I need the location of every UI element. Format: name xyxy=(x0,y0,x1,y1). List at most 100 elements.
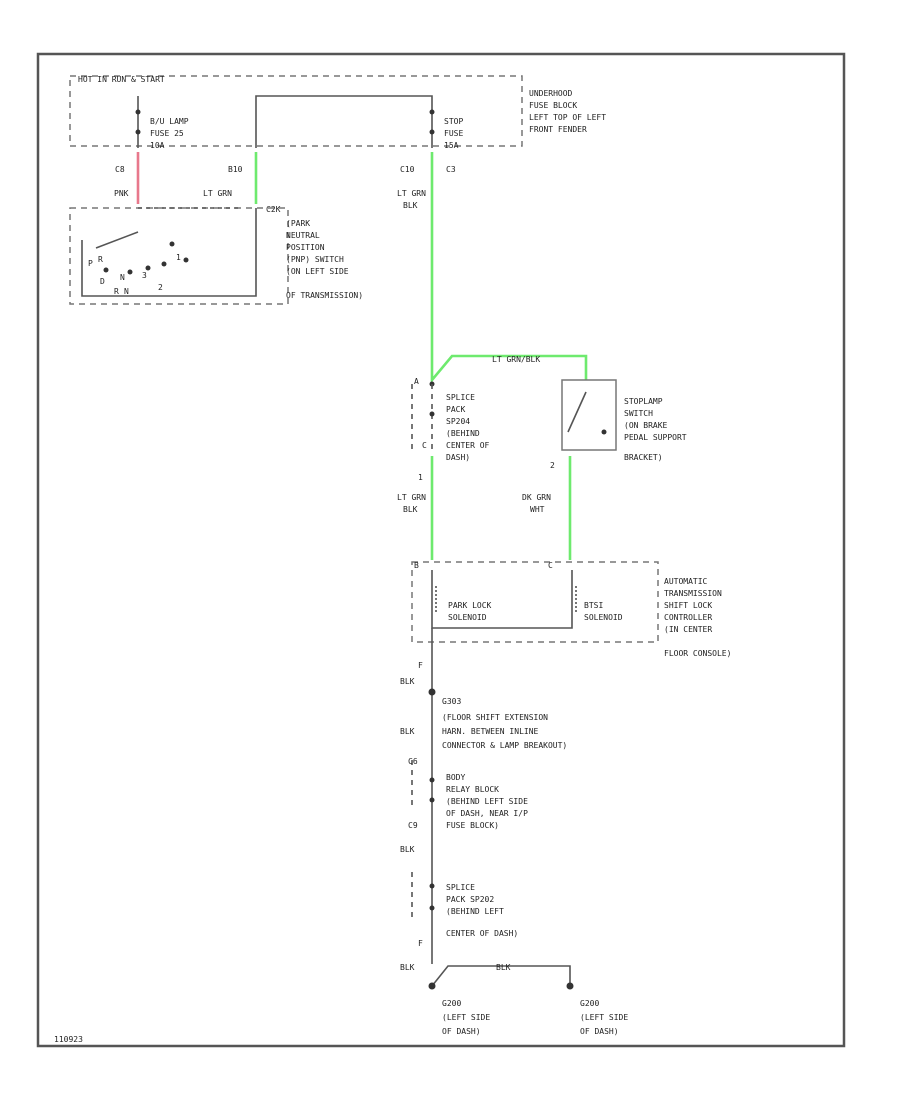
ground-g200-label-1: G200 (LEFT SIDE OF DASH) xyxy=(442,999,490,1036)
c2k-label: C2K xyxy=(266,205,281,214)
pnp-switch-label: (PARK NEUTRAL POSITION (PNP) SWITCH (ON … xyxy=(286,219,363,300)
wire-blk-label-2: BLK xyxy=(400,727,415,736)
btsi-label: BTSI SOLENOID xyxy=(584,601,623,622)
svg-text:SHIFT LOCK: SHIFT LOCK xyxy=(664,601,712,610)
svg-text:3: 3 xyxy=(142,271,147,280)
wire-lt-grn-blk-label-2: LT GRN BLK xyxy=(397,493,426,514)
svg-text:POSITION: POSITION xyxy=(286,243,325,252)
diagram-frame xyxy=(36,52,846,1048)
svg-text:10A: 10A xyxy=(150,141,165,150)
splice-sp202-label: SPLICE PACK SP202 (BEHIND LEFT CENTER OF… xyxy=(446,883,518,938)
pnp-outline xyxy=(81,208,257,297)
wire-lt-grn-label: LT GRN xyxy=(203,189,232,198)
svg-text:LEFT TOP OF LEFT: LEFT TOP OF LEFT xyxy=(529,113,606,122)
stoplamp-feed-wire xyxy=(255,95,433,148)
svg-text:P: P xyxy=(88,259,93,268)
svg-text:SOLENOID: SOLENOID xyxy=(584,613,623,622)
fuse-25-node-2 xyxy=(135,129,141,135)
fuse-25-node xyxy=(135,109,141,115)
svg-text:BODY: BODY xyxy=(446,773,465,782)
stoplamp-pin-2: 2 xyxy=(550,461,555,470)
wire-lt-grn-blk-top-label: LT GRN/BLK xyxy=(492,355,540,364)
svg-text:(ON BRAKE: (ON BRAKE xyxy=(624,421,668,430)
stoplamp-contact xyxy=(601,429,607,435)
underhood-fuse-block xyxy=(69,75,523,147)
wire-blk-label-4: BLK xyxy=(400,963,415,972)
svg-text:(LEFT SIDE: (LEFT SIDE xyxy=(580,1013,628,1022)
pnp-pins: P R N D 3 2 1 R N xyxy=(88,241,189,296)
ground-g200-node-1 xyxy=(428,982,436,990)
svg-text:D: D xyxy=(100,277,105,286)
svg-text:B/U LAMP: B/U LAMP xyxy=(150,117,189,126)
svg-text:R: R xyxy=(114,287,119,296)
svg-text:OF DASH, NEAR I/P: OF DASH, NEAR I/P xyxy=(446,809,528,818)
svg-text:15A: 15A xyxy=(444,141,459,150)
svg-text:(BEHIND LEFT: (BEHIND LEFT xyxy=(446,907,504,916)
svg-text:(ON LEFT SIDE: (ON LEFT SIDE xyxy=(286,267,349,276)
underhood-label: UNDERHOOD FUSE BLOCK LEFT TOP OF LEFT FR… xyxy=(529,89,606,134)
svg-text:CONNECTOR & LAMP BREAKOUT): CONNECTOR & LAMP BREAKOUT) xyxy=(442,741,567,750)
wire-dk-grn-wht-label: DK GRN WHT xyxy=(522,493,551,514)
svg-text:PACK SP202: PACK SP202 xyxy=(446,895,494,904)
svg-text:CENTER OF DASH): CENTER OF DASH) xyxy=(446,929,518,938)
svg-text:FUSE 25: FUSE 25 xyxy=(150,129,184,138)
conn-b10-label: B10 xyxy=(228,165,243,174)
svg-text:(BEHIND LEFT SIDE: (BEHIND LEFT SIDE xyxy=(446,797,528,806)
svg-text:FUSE BLOCK): FUSE BLOCK) xyxy=(446,821,499,830)
b-u-lamp-fuse-label: B/U LAMP FUSE 25 10A xyxy=(150,117,189,150)
splice-sp202-pin-f: F xyxy=(418,939,423,948)
splice-node-b xyxy=(429,411,435,417)
svg-text:FLOOR CONSOLE): FLOOR CONSOLE) xyxy=(664,649,731,658)
figure-id: 110923 xyxy=(54,1035,83,1044)
splice-sp202-node-2 xyxy=(429,905,435,911)
svg-text:PEDAL SUPPORT: PEDAL SUPPORT xyxy=(624,433,687,442)
svg-text:(BEHIND: (BEHIND xyxy=(446,429,480,438)
svg-text:OF DASH): OF DASH) xyxy=(580,1027,619,1036)
splice-pin-a: A xyxy=(414,377,419,386)
svg-text:BRACKET): BRACKET) xyxy=(624,453,663,462)
svg-text:G200: G200 xyxy=(580,999,599,1008)
shift-lock-pin-e: C xyxy=(548,561,553,570)
svg-text:N: N xyxy=(120,273,125,282)
stoplamp-switch-label: STOPLAMP SWITCH (ON BRAKE PEDAL SUPPORT … xyxy=(624,397,687,462)
wire-lt-grn-blk-label-1: LT GRN BLK xyxy=(397,189,426,210)
svg-text:DASH): DASH) xyxy=(446,453,470,462)
svg-text:LT GRN: LT GRN xyxy=(397,189,426,198)
stop-fuse-label: STOP FUSE 15A xyxy=(444,117,463,150)
shift-lock-pin-b: B xyxy=(414,561,419,570)
stoplamp-switch-box xyxy=(561,379,617,451)
svg-text:PACK: PACK xyxy=(446,405,465,414)
pnp-switch-box xyxy=(69,207,289,305)
lt-grn-blk-wire-main xyxy=(430,152,588,384)
ground-g200-label-2: G200 (LEFT SIDE OF DASH) xyxy=(580,999,628,1036)
svg-text:CENTER OF: CENTER OF xyxy=(446,441,490,450)
svg-text:SPLICE: SPLICE xyxy=(446,393,475,402)
conn-c8-label: C8 xyxy=(115,165,125,174)
svg-text:RELAY BLOCK: RELAY BLOCK xyxy=(446,785,499,794)
svg-text:STOP: STOP xyxy=(444,117,463,126)
ground-branch-wire xyxy=(431,965,571,987)
svg-text:G200: G200 xyxy=(442,999,461,1008)
svg-text:HARN. BETWEEN INLINE: HARN. BETWEEN INLINE xyxy=(442,727,539,736)
svg-text:BLK: BLK xyxy=(403,505,418,514)
splice-sp202-node xyxy=(429,883,435,889)
svg-text:NEUTRAL: NEUTRAL xyxy=(286,231,320,240)
svg-text:SWITCH: SWITCH xyxy=(624,409,653,418)
svg-text:N: N xyxy=(124,287,129,296)
conn-c9-label: C9 xyxy=(408,821,418,830)
splice-sp204-label: SPLICE PACK SP204 (BEHIND CENTER OF DASH… xyxy=(446,393,490,462)
fuse-block-hot-label: HOT IN RUN & START xyxy=(78,75,165,84)
body-relay-node-2 xyxy=(429,797,435,803)
svg-text:FRONT FENDER: FRONT FENDER xyxy=(529,125,587,134)
wire-blk-label-3: BLK xyxy=(400,845,415,854)
stop-fuse-node-2 xyxy=(429,129,435,135)
park-lock-solenoid-icon xyxy=(435,586,577,612)
splice-pin-l: 1 xyxy=(418,473,423,482)
svg-text:AUTOMATIC: AUTOMATIC xyxy=(664,577,708,586)
svg-text:FUSE BLOCK: FUSE BLOCK xyxy=(529,101,577,110)
svg-text:PARK LOCK: PARK LOCK xyxy=(448,601,492,610)
svg-text:SOLENOID: SOLENOID xyxy=(448,613,487,622)
conn-c10-label: C10 xyxy=(400,165,415,174)
park-lock-coil xyxy=(431,570,573,629)
